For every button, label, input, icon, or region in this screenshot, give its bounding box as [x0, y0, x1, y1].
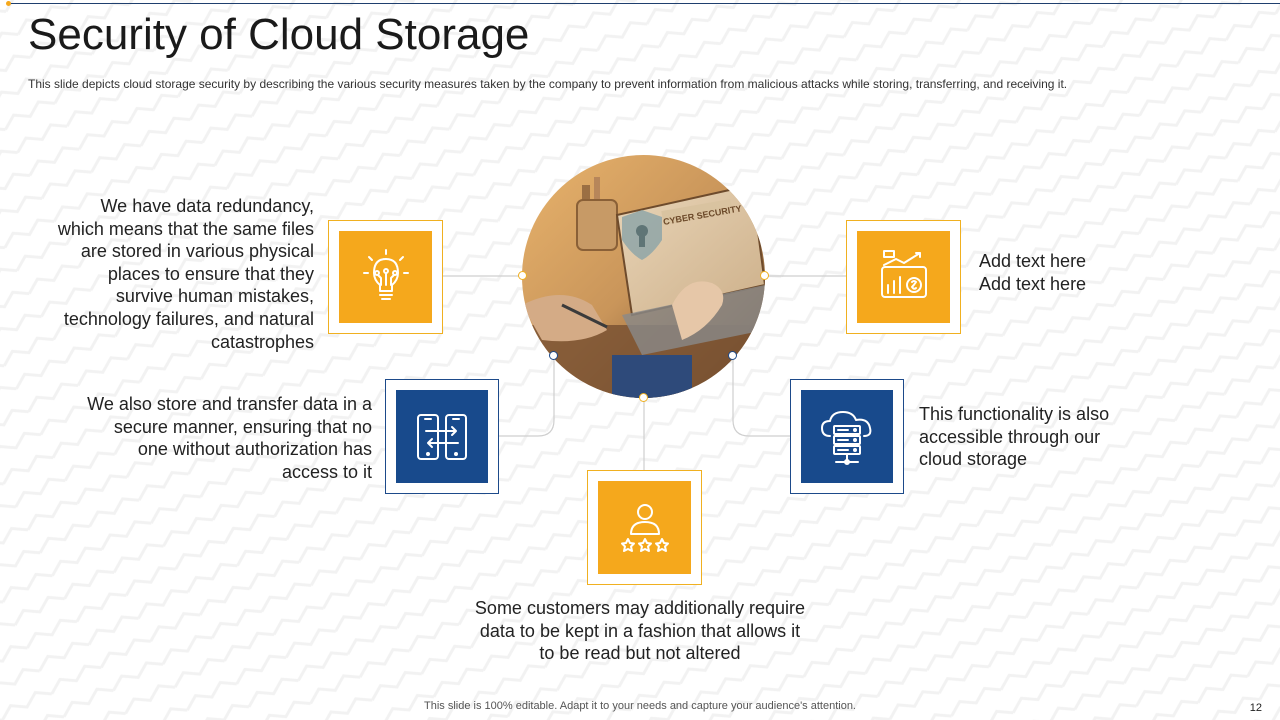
bottom-text: Some customers may additionally require … — [474, 598, 806, 664]
page-number: 12 — [1249, 702, 1262, 714]
connector-dot-top-left — [518, 271, 527, 280]
connector-dot-mid-right — [728, 351, 737, 360]
cloud-server-icon — [821, 410, 872, 465]
secure-transfer-icon — [417, 413, 467, 460]
growth-chart-icon — [880, 250, 927, 298]
lightbulb-circuit-icon — [362, 249, 409, 300]
lightbulb-box — [328, 220, 443, 334]
mid-left-text: We also store and transfer data in a sec… — [87, 394, 372, 482]
mid-right-text: This functionality is also accessible th… — [919, 404, 1110, 470]
page-title: Security of Cloud Storage — [28, 10, 530, 59]
connector-dot-top-right — [760, 271, 769, 280]
customer-rating-icon — [620, 503, 669, 552]
cyber-security-photo: CYBER SECURITY — [522, 155, 765, 398]
connector-dot-mid-left — [549, 351, 558, 360]
cloud-server-box — [790, 379, 904, 494]
top-rule — [10, 3, 1280, 4]
connector-mid-right — [732, 356, 790, 437]
growth-chart-box — [846, 220, 961, 334]
customer-rating-box — [587, 470, 702, 585]
page-subtitle: This slide depicts cloud storage securit… — [28, 77, 1068, 91]
top-left-text: We have data redundancy, which means tha… — [57, 196, 314, 352]
top-accent-dot — [6, 1, 11, 6]
footer-note: This slide is 100% editable. Adapt it to… — [424, 700, 856, 712]
secure-transfer-box — [385, 379, 499, 494]
top-right-text: Add text here Add text here — [979, 251, 1087, 294]
connector-dot-bottom — [639, 393, 648, 402]
connector-mid-left — [498, 356, 555, 437]
